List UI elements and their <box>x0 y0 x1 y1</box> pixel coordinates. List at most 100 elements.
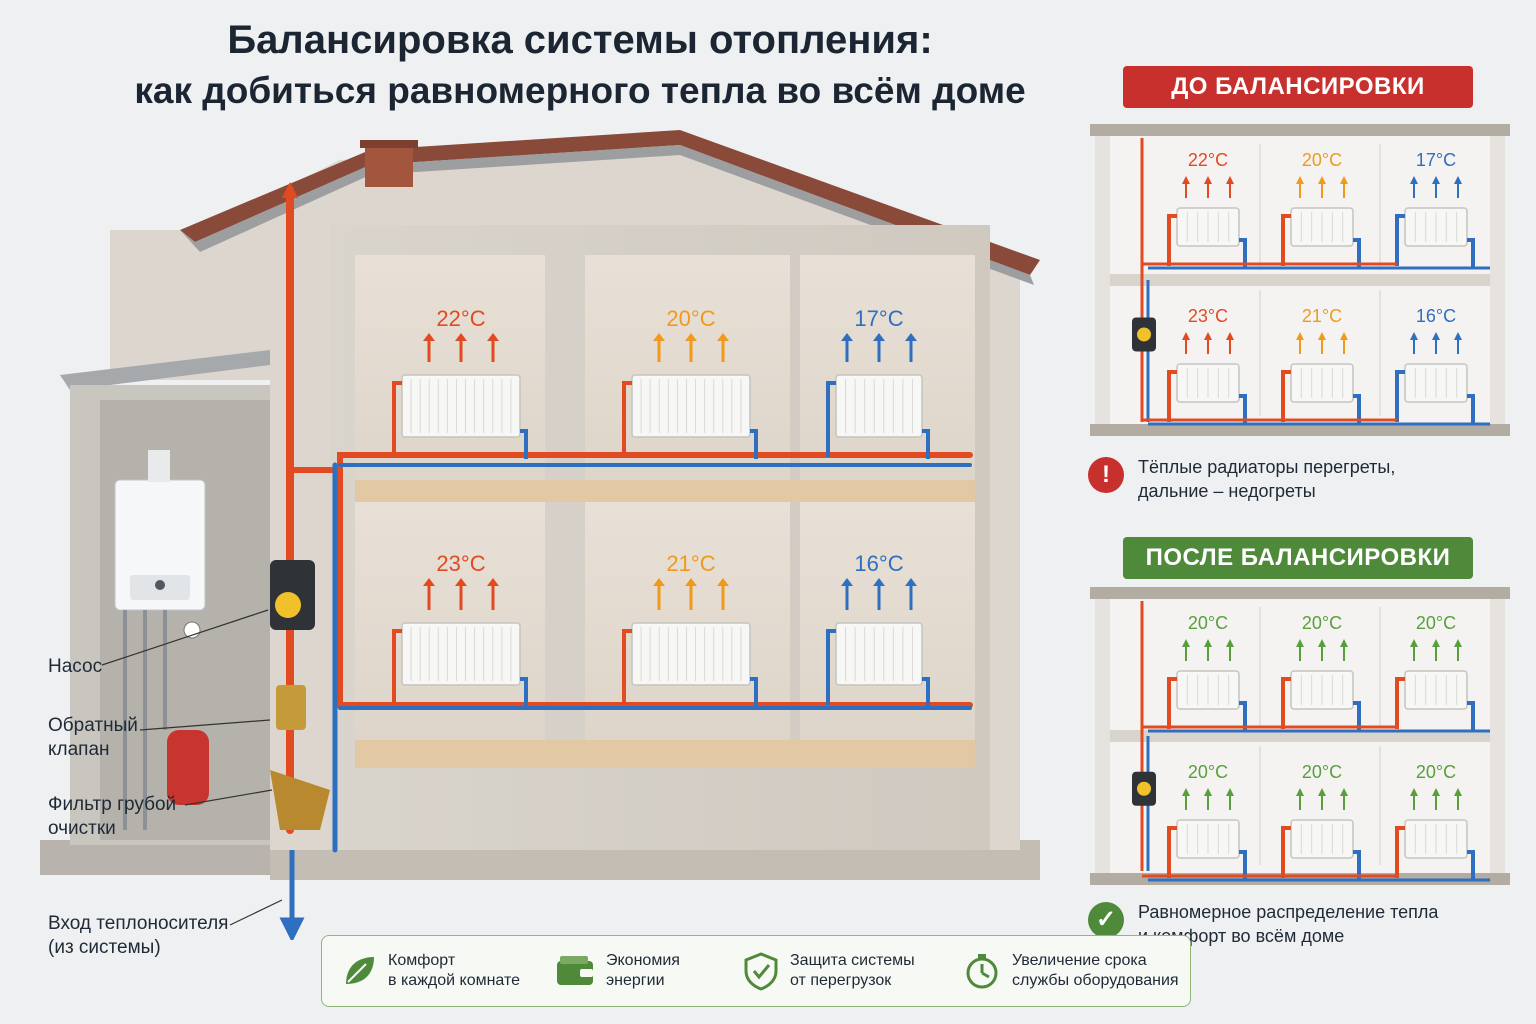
strainer-filter <box>270 770 330 830</box>
mini-floor <box>1110 730 1490 742</box>
heat-arrow-icon <box>1432 332 1440 354</box>
benefit-line: Защита системы <box>790 952 915 969</box>
expansion-tank <box>167 730 209 805</box>
benefit-line: службы оборудования <box>1012 972 1179 989</box>
heat-arrow-icon <box>1410 332 1418 354</box>
heat-arrow-icon <box>1318 639 1326 661</box>
heat-arrow-icon <box>1454 639 1462 661</box>
heat-arrow-icon <box>1296 332 1304 354</box>
heat-arrow-icon <box>841 333 853 362</box>
heat-arrow-icon <box>1454 332 1462 354</box>
stopwatch-icon <box>966 954 998 989</box>
heat-arrow-icon <box>653 578 665 610</box>
supply-arrow <box>282 182 298 198</box>
heat-arrow-icon <box>1410 639 1418 661</box>
radiator <box>1281 819 1361 880</box>
radiator <box>1167 207 1247 268</box>
page-title: Балансировка системы отопления: <box>227 18 933 62</box>
heat-arrow-icon <box>1318 788 1326 810</box>
mini-room-temperature: 20°C <box>1302 613 1342 633</box>
callout-leader <box>139 719 271 731</box>
callout-filter: Фильтр грубой очистки <box>48 794 177 839</box>
heat-arrow-icon <box>1226 176 1234 198</box>
heat-arrow-icon <box>1204 176 1212 198</box>
ground <box>40 840 300 875</box>
roof-edge <box>180 145 1034 285</box>
chimney <box>365 145 413 187</box>
radiator <box>392 374 528 459</box>
chimney-cap <box>360 140 418 148</box>
mini-ceiling <box>1090 587 1510 599</box>
room-temperature: 23°C <box>436 551 485 576</box>
benefit-energy: Экономия энергии <box>554 936 680 1006</box>
mini-pump-dial <box>1137 327 1151 342</box>
heat-arrow-icon <box>1296 639 1304 661</box>
radiator <box>1167 363 1247 424</box>
radiator <box>1167 819 1247 880</box>
shield-check-icon <box>744 952 778 991</box>
exclamation-icon: ! <box>1088 457 1124 493</box>
benefit-line: в каждой комнате <box>388 972 521 989</box>
heat-arrow-icon <box>1226 332 1234 354</box>
room <box>355 500 545 740</box>
floor-slab <box>355 480 975 502</box>
page-subtitle: как добиться равномерного тепла во всём … <box>134 70 1026 111</box>
heat-arrow-icon <box>1226 788 1234 810</box>
room-temperature: 16°C <box>854 551 903 576</box>
mini-room-temperature: 22°C <box>1188 150 1228 170</box>
mini-pump-dial <box>1137 781 1151 796</box>
mini-room-temperature: 20°C <box>1188 762 1228 782</box>
heat-arrow-icon <box>1182 332 1190 354</box>
mini-room-temperature: 16°C <box>1416 306 1456 326</box>
before-note-line1: Тёплые радиаторы перегреты, <box>1138 457 1396 477</box>
callout-leader <box>229 899 283 926</box>
heat-arrow-icon <box>487 333 499 362</box>
heat-arrow-icon <box>905 578 917 610</box>
benefit-protection: Защита системы от перегрузок <box>742 936 915 1006</box>
radiator <box>1395 207 1475 268</box>
heat-arrow-icon <box>1340 176 1348 198</box>
heat-arrow-icon <box>1454 176 1462 198</box>
heat-arrow-icon <box>1454 788 1462 810</box>
heat-arrow-icon <box>1432 639 1440 661</box>
heat-arrow-icon <box>1182 788 1190 810</box>
heat-arrow-icon <box>1318 332 1326 354</box>
heat-arrow-icon <box>1204 332 1212 354</box>
room-temperature: 17°C <box>854 306 903 331</box>
benefit-line: энергии <box>606 972 665 989</box>
callout-leader <box>101 609 269 666</box>
before-header: ДО БАЛАНСИРОВКИ <box>1123 66 1473 108</box>
radiator <box>392 622 528 707</box>
heat-arrow-icon <box>423 578 435 610</box>
callout-check-valve: Обратный клапан <box>48 715 138 760</box>
heat-arrow-icon <box>905 333 917 362</box>
heat-arrow-icon <box>873 578 885 610</box>
mini-floor <box>1110 274 1490 286</box>
mini-room-temperature: 21°C <box>1302 306 1342 326</box>
radiator <box>826 622 930 707</box>
roof <box>180 130 1040 275</box>
callout-inlet: Вход теплоносителя (из системы) <box>48 913 229 958</box>
heat-arrow-icon <box>685 333 697 362</box>
heat-arrow-icon <box>1340 788 1348 810</box>
benefit-line: Экономия <box>606 952 680 969</box>
heat-arrow-icon <box>455 578 467 610</box>
benefit-line: Увеличение срока <box>1012 952 1147 969</box>
heat-arrow-icon <box>1182 176 1190 198</box>
benefit-line: от перегрузок <box>790 972 892 989</box>
radiator <box>1281 363 1361 424</box>
heat-arrow-icon <box>423 333 435 362</box>
after-note-line1: Равномерное распределение тепла <box>1138 902 1439 922</box>
mini-room-temperature: 20°C <box>1188 613 1228 633</box>
radiator <box>1395 670 1475 731</box>
heat-arrow-icon <box>1432 788 1440 810</box>
before-note-line2: дальние – недогреты <box>1138 481 1316 501</box>
mini-room-temperature: 23°C <box>1188 306 1228 326</box>
heat-arrow-icon <box>1410 176 1418 198</box>
heat-arrow-icon <box>1340 332 1348 354</box>
